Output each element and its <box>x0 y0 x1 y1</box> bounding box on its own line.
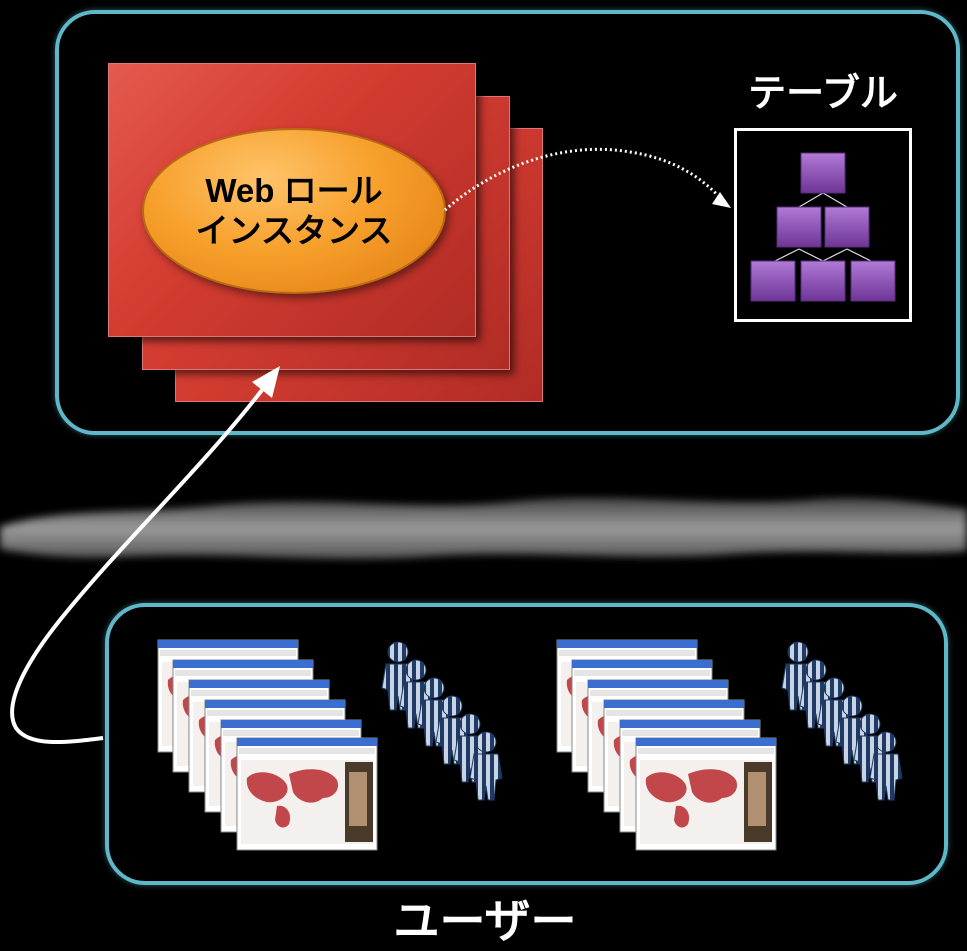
data-access-arrowhead <box>712 192 731 208</box>
web-role-instance: Web ロール インスタンス <box>142 128 446 294</box>
internet-cloud-band <box>0 497 967 559</box>
browser-window-icon <box>236 737 378 851</box>
table-label: テーブル <box>748 73 898 115</box>
browser-window-icon <box>635 737 777 851</box>
users-panel <box>105 603 948 885</box>
request-arrowhead <box>252 366 280 398</box>
web-role-label-line2: インスタンス <box>195 212 393 249</box>
web-role-label-line1: Web ロール <box>205 172 383 209</box>
data-access-arrow <box>444 147 724 212</box>
table-storage-box <box>734 128 912 322</box>
hierarchy-icon <box>750 152 896 302</box>
users-label: ユーザー <box>393 895 577 947</box>
cloud-service-panel <box>55 10 960 435</box>
request-arrow <box>10 388 264 744</box>
